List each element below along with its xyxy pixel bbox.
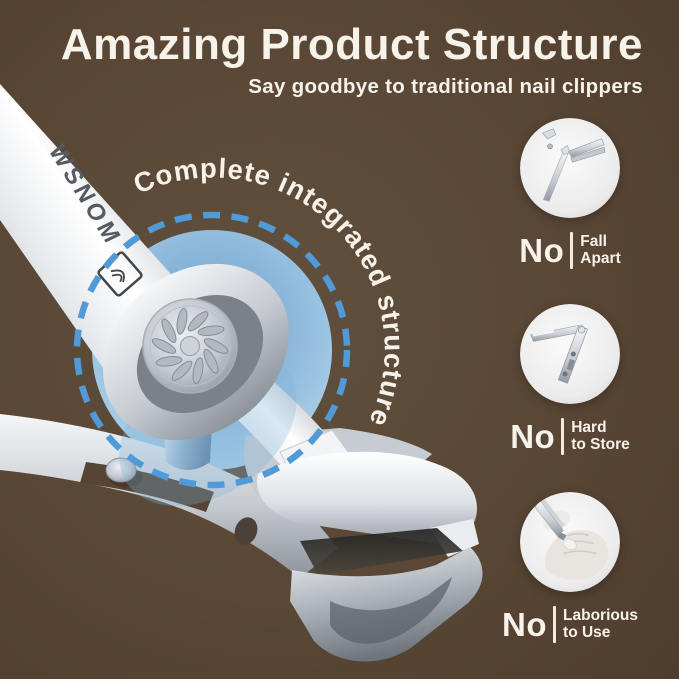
clipper-fallen-apart-illustration [520, 118, 620, 218]
drawback-line: to Store [571, 435, 630, 453]
drawback-line: to Use [563, 623, 611, 641]
jaw-gap [300, 528, 463, 575]
drawback-caption: No Laborious to Use [502, 606, 638, 643]
hands-straining-clipper-illustration [520, 492, 620, 592]
drawback-photo-fall-apart [520, 118, 620, 218]
page-subtitle: Say goodbye to traditional nail clippers [248, 75, 643, 99]
drawback-photo-laborious [520, 492, 620, 592]
pivot-pin [105, 457, 137, 483]
drawback-fall-apart: No Fall Apart [491, 118, 649, 269]
no-label: No [519, 232, 565, 269]
clipper-lever-extended-illustration [520, 304, 620, 404]
caption-divider [561, 418, 565, 455]
page-title: Amazing Product Structure [60, 20, 643, 69]
head-ridge [256, 451, 478, 545]
caption-divider [570, 232, 574, 269]
drawback-laborious: No Laborious to Use [491, 492, 649, 643]
drawback-line: Apart [580, 249, 621, 267]
title-block: Amazing Product Structure Say goodbye to… [60, 20, 643, 99]
drawback-line: Laborious [563, 606, 638, 624]
drawback-photo-hard-to-store [520, 304, 620, 404]
drawback-line: Fall [580, 232, 607, 250]
drawback-hard-to-store: No Hard to Store [491, 304, 649, 455]
no-label: No [502, 606, 548, 643]
drawback-caption: No Hard to Store [510, 418, 630, 455]
dashed-highlight-circle [73, 211, 351, 489]
caption-divider [553, 606, 557, 643]
nail-clipper-product: WSNOM [0, 84, 483, 662]
no-label: No [510, 418, 556, 455]
lower-jaw-shadow [330, 577, 452, 644]
drawback-caption: No Fall Apart [519, 232, 621, 269]
body-hole [234, 517, 258, 545]
sunflower-medallion [142, 298, 238, 394]
drawback-line: Hard [571, 418, 607, 436]
